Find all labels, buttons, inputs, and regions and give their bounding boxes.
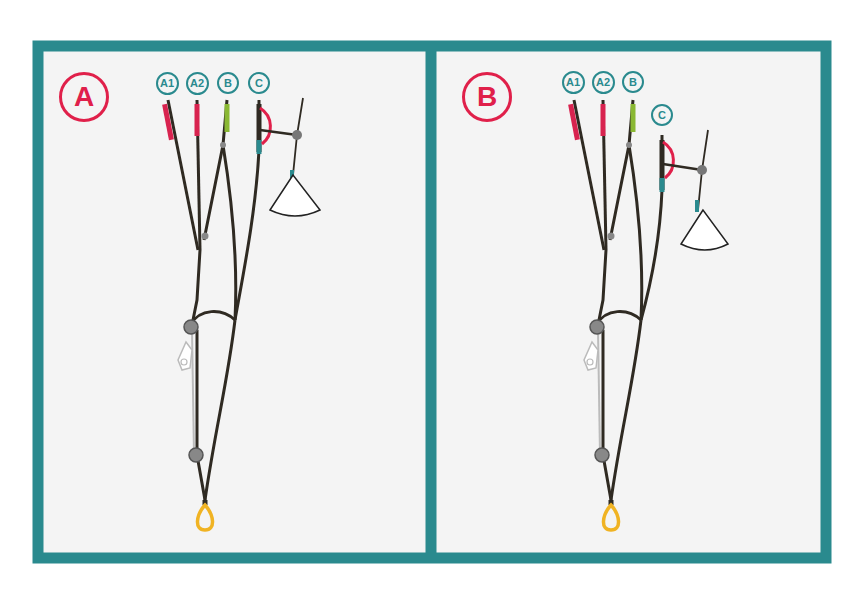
panel-letter-circle: B	[462, 72, 512, 122]
riser-label-circle: A1	[562, 71, 585, 94]
riser-label-circle: C	[248, 72, 270, 94]
panel-letter-circle: A	[59, 72, 109, 122]
riser-label: A2	[190, 78, 204, 89]
riser-label: A1	[566, 77, 580, 88]
riser-label-circle: C	[651, 104, 673, 126]
riser-label-circle: B	[217, 72, 239, 94]
riser-label: A2	[596, 77, 610, 88]
panel-letter: B	[477, 83, 497, 111]
riser-label-circle: B	[622, 71, 644, 93]
riser-label: C	[658, 110, 666, 121]
riser-label: C	[255, 78, 263, 89]
riser-label: A1	[160, 78, 174, 89]
riser-label: B	[629, 77, 637, 88]
riser-label-circle: A2	[186, 72, 209, 95]
riser-label: B	[224, 78, 232, 89]
riser-label-circle: A1	[156, 72, 179, 95]
panel-letter: A	[74, 83, 94, 111]
riser-label-circle: A2	[592, 71, 615, 94]
